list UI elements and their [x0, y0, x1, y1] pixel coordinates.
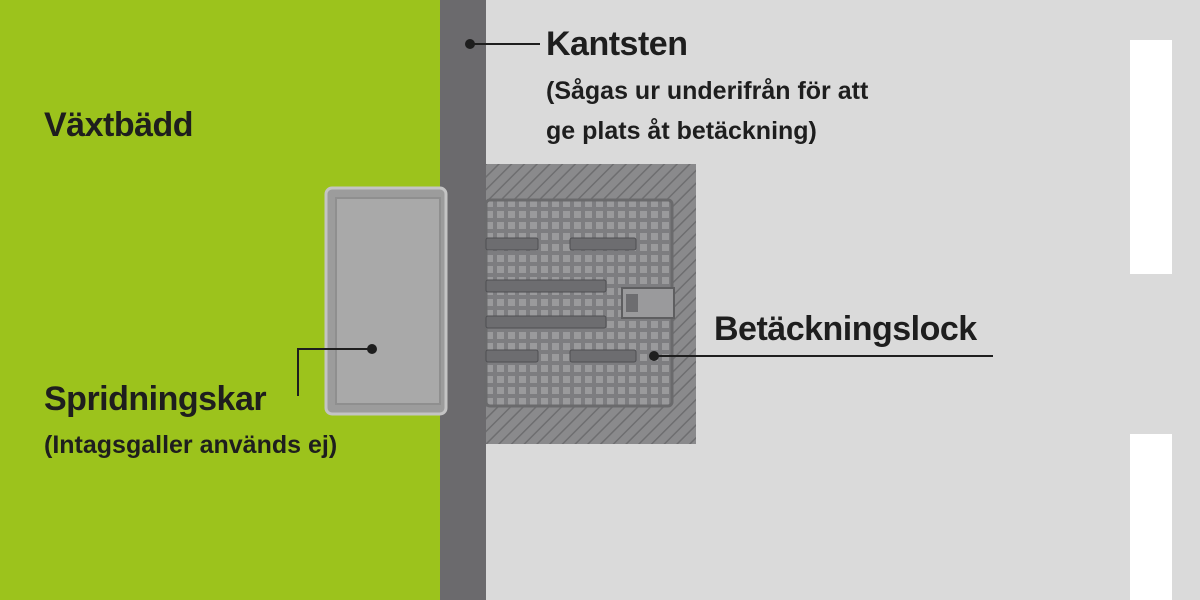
label-spridningskar-note: (Intagsgaller används ej): [44, 431, 338, 459]
curb-stone: [440, 0, 486, 600]
cover-lid: [484, 164, 696, 444]
label-kantsten-note-line1: (Sågas ur underifrån för att: [546, 77, 869, 105]
leader-line-spridningskar: [297, 344, 377, 396]
road-marking-stripe: [1130, 434, 1172, 600]
label-spridningskar: Spridningskar: [44, 380, 267, 418]
label-betackningslock: Betäckningslock: [714, 310, 977, 348]
label-kantsten-note-line2: ge plats åt betäckning): [546, 117, 817, 145]
leader-line-kantsten: [465, 39, 540, 49]
label-vaxtbadd: Växtbädd: [44, 106, 194, 144]
spreading-basin: [324, 186, 448, 416]
leader-line-betackningslock: [649, 351, 993, 361]
label-kantsten: Kantsten: [546, 25, 688, 63]
road-marking-stripe: [1130, 40, 1172, 274]
